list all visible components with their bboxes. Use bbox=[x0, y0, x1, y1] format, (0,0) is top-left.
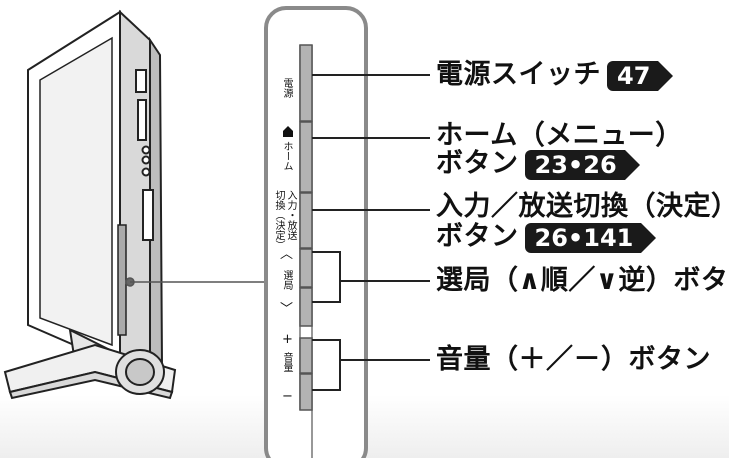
channel-down-symbol: ﹀ bbox=[280, 302, 294, 317]
power-button bbox=[299, 44, 313, 122]
panel-buttons bbox=[299, 44, 313, 411]
volume-plus-symbol: + bbox=[282, 332, 293, 347]
tv-side-view bbox=[3, 9, 177, 400]
callout-home-text: ホーム（メニュー） bbox=[436, 120, 683, 151]
page-ref-badge: 26•141 bbox=[524, 222, 657, 253]
input-label: 入力・放送 bbox=[285, 190, 296, 240]
callout-input-button-text: ボタン bbox=[436, 221, 519, 252]
channel-label: 選局 bbox=[281, 270, 292, 290]
callout-channel-text: 選局（∧順／∨逆）ボタン bbox=[436, 265, 729, 296]
callout-channel: 選局（∧順／∨逆）ボタン bbox=[436, 264, 729, 298]
home-button bbox=[299, 121, 313, 193]
callout-power-text: 電源スイッチ bbox=[436, 59, 601, 90]
home-icon bbox=[283, 126, 293, 137]
channel-up-symbol: ︿ bbox=[280, 247, 294, 262]
volume-label: 音量 bbox=[281, 352, 292, 372]
input-label-2: 切換（決定） bbox=[273, 190, 284, 250]
volume-up-button bbox=[299, 337, 313, 374]
callout-volume: 音量（＋／－）ボタン bbox=[436, 343, 711, 377]
power-label: 電源 bbox=[281, 78, 292, 98]
volume-down-button bbox=[299, 373, 313, 411]
callout-input: 入力／放送切換（決定） bbox=[436, 190, 729, 224]
channel-up-button bbox=[299, 248, 313, 288]
leader-lines bbox=[312, 74, 430, 391]
callout-home: ホーム（メニュー） bbox=[436, 119, 683, 153]
page-ref-badge: 47 bbox=[607, 60, 674, 91]
zoom-connector bbox=[125, 277, 266, 287]
volume-minus-symbol: − bbox=[282, 389, 293, 404]
home-label: ホーム bbox=[281, 141, 292, 171]
input-button bbox=[299, 192, 313, 249]
callout-input-text: 入力／放送切換（決定） bbox=[436, 191, 729, 222]
channel-down-button bbox=[299, 287, 313, 327]
callout-home-button-text: ボタン bbox=[436, 148, 519, 179]
page-ref-badge: 23•26 bbox=[524, 149, 640, 180]
callout-volume-text: 音量（＋／－）ボタン bbox=[436, 344, 711, 375]
